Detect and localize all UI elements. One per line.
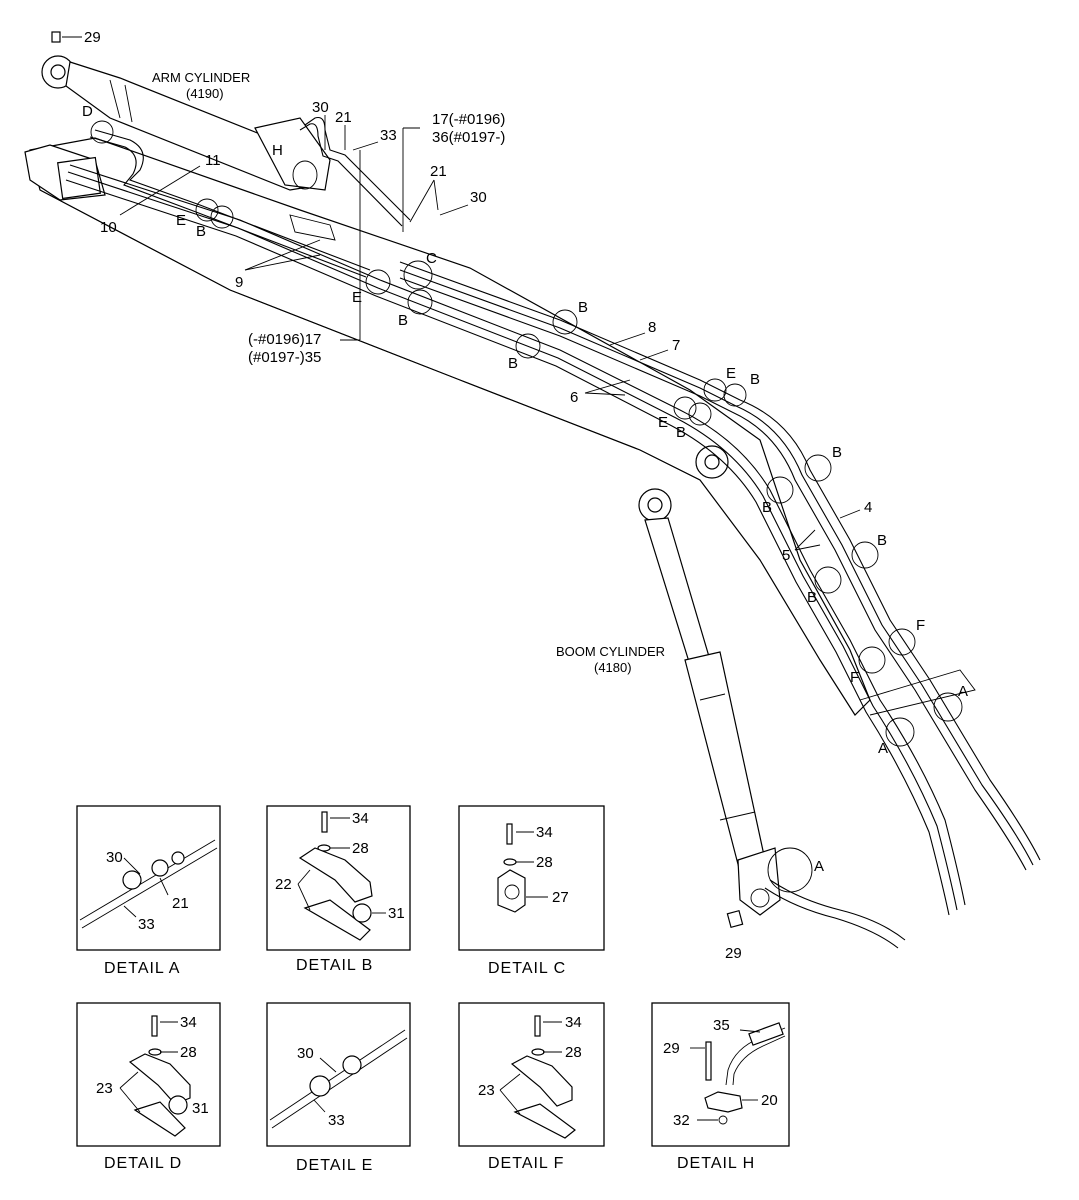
label-B-9: B (877, 532, 887, 549)
arm-cylinder (41, 31, 331, 191)
label-D: D (82, 103, 93, 120)
detail-c-label-28: 28 (536, 854, 553, 871)
label-B-7: B (832, 444, 842, 461)
label-17-36-top: 17(-#0196) (432, 111, 505, 128)
label-F-2: F (850, 669, 859, 686)
detail-b-label-34: 34 (352, 810, 369, 827)
label-A-1: A (958, 683, 968, 700)
label-H: H (272, 142, 283, 159)
detail-h-label-35: 35 (713, 1017, 730, 1034)
detail-d-label-23: 23 (96, 1080, 113, 1097)
label-29-top: 29 (84, 29, 101, 46)
detail-h-caption: DETAIL H (677, 1155, 755, 1172)
boom-cylinder (638, 488, 781, 929)
label-C: C (426, 250, 437, 267)
boom-cylinder-code: (4180) (594, 660, 632, 675)
label-B-6: B (676, 424, 686, 441)
detail-b-panel: 34 28 22 31 DETAIL B (266, 805, 411, 974)
label-17-35-bottom: (#0197-)35 (248, 349, 321, 366)
detail-a-label-30: 30 (106, 849, 123, 866)
detail-e-panel: 30 33 DETAIL E (266, 1002, 411, 1174)
label-B-1: B (196, 223, 206, 240)
label-11: 11 (205, 152, 221, 169)
detail-b-caption: DETAIL B (296, 957, 373, 974)
label-21-b: 21 (430, 163, 447, 180)
detail-c-caption: DETAIL C (488, 960, 566, 977)
detail-a-label-33: 33 (138, 916, 155, 933)
detail-f-label-34: 34 (565, 1014, 582, 1031)
detail-a-panel: 30 21 33 DETAIL A (76, 805, 221, 977)
detail-h-label-29: 29 (663, 1040, 680, 1057)
label-6: 6 (570, 389, 578, 406)
arm-cylinder-code: (4190) (186, 86, 224, 101)
arm-cylinder-label: ARM CYLINDER (152, 70, 250, 85)
detail-e-caption: DETAIL E (296, 1157, 373, 1174)
label-B-8: B (762, 499, 772, 516)
label-8: 8 (648, 319, 656, 336)
detail-c-label-34: 34 (536, 824, 553, 841)
detail-h-panel: 35 29 20 32 DETAIL H (651, 1002, 790, 1172)
label-B-4: B (508, 355, 518, 372)
label-B-10: B (807, 589, 817, 606)
label-E-1: E (176, 212, 186, 229)
detail-f-caption: DETAIL F (488, 1155, 564, 1172)
label-E-3: E (726, 365, 736, 382)
label-B-2: B (398, 312, 408, 329)
detail-h-label-32: 32 (673, 1112, 690, 1129)
detail-c-panel: 34 28 27 DETAIL C (458, 805, 605, 977)
label-30-a: 30 (312, 99, 329, 116)
detail-a-label-21: 21 (172, 895, 189, 912)
detail-f-panel: 34 28 23 DETAIL F (458, 1002, 605, 1172)
detail-d-panel: 34 28 23 31 DETAIL D (76, 1002, 221, 1172)
detail-b-label-22: 22 (275, 876, 292, 893)
detail-d-caption: DETAIL D (104, 1155, 182, 1172)
boom-cylinder-label: BOOM CYLINDER (556, 644, 665, 659)
detail-h-label-20: 20 (761, 1092, 778, 1109)
detail-b-label-31: 31 (388, 905, 405, 922)
detail-b-label-28: 28 (352, 840, 369, 857)
label-B-3: B (578, 299, 588, 316)
detail-e-label-33: 33 (328, 1112, 345, 1129)
label-17-35-top: (-#0196)17 (248, 331, 321, 348)
clamp-markers (90, 120, 963, 893)
label-A-3: A (814, 858, 824, 875)
detail-c-label-27: 27 (552, 889, 569, 906)
hose-bundle (65, 116, 1041, 949)
label-B-5: B (750, 371, 760, 388)
callout-leaders (62, 36, 861, 551)
label-E-4: E (658, 414, 668, 431)
detail-d-label-34: 34 (180, 1014, 197, 1031)
label-A-2: A (878, 740, 888, 757)
label-E-2: E (352, 289, 362, 306)
callout-labels: 29 ARM CYLINDER (4190) 30 21 33 17(-#019… (82, 29, 968, 962)
label-10: 10 (100, 219, 117, 236)
label-17-36-bottom: 36(#0197-) (432, 129, 505, 146)
detail-d-label-28: 28 (180, 1044, 197, 1061)
label-4: 4 (864, 499, 872, 516)
label-9: 9 (235, 274, 243, 291)
label-29-bottom: 29 (725, 945, 742, 962)
label-F-1: F (916, 617, 925, 634)
label-7: 7 (672, 337, 680, 354)
detail-e-label-30: 30 (297, 1045, 314, 1062)
detail-d-label-31: 31 (192, 1100, 209, 1117)
detail-f-label-23: 23 (478, 1082, 495, 1099)
detail-f-label-28: 28 (565, 1044, 582, 1061)
label-5: 5 (782, 547, 790, 564)
label-30-b: 30 (470, 189, 487, 206)
label-21-a: 21 (335, 109, 352, 126)
label-33: 33 (380, 127, 397, 144)
detail-a-caption: DETAIL A (104, 960, 180, 977)
